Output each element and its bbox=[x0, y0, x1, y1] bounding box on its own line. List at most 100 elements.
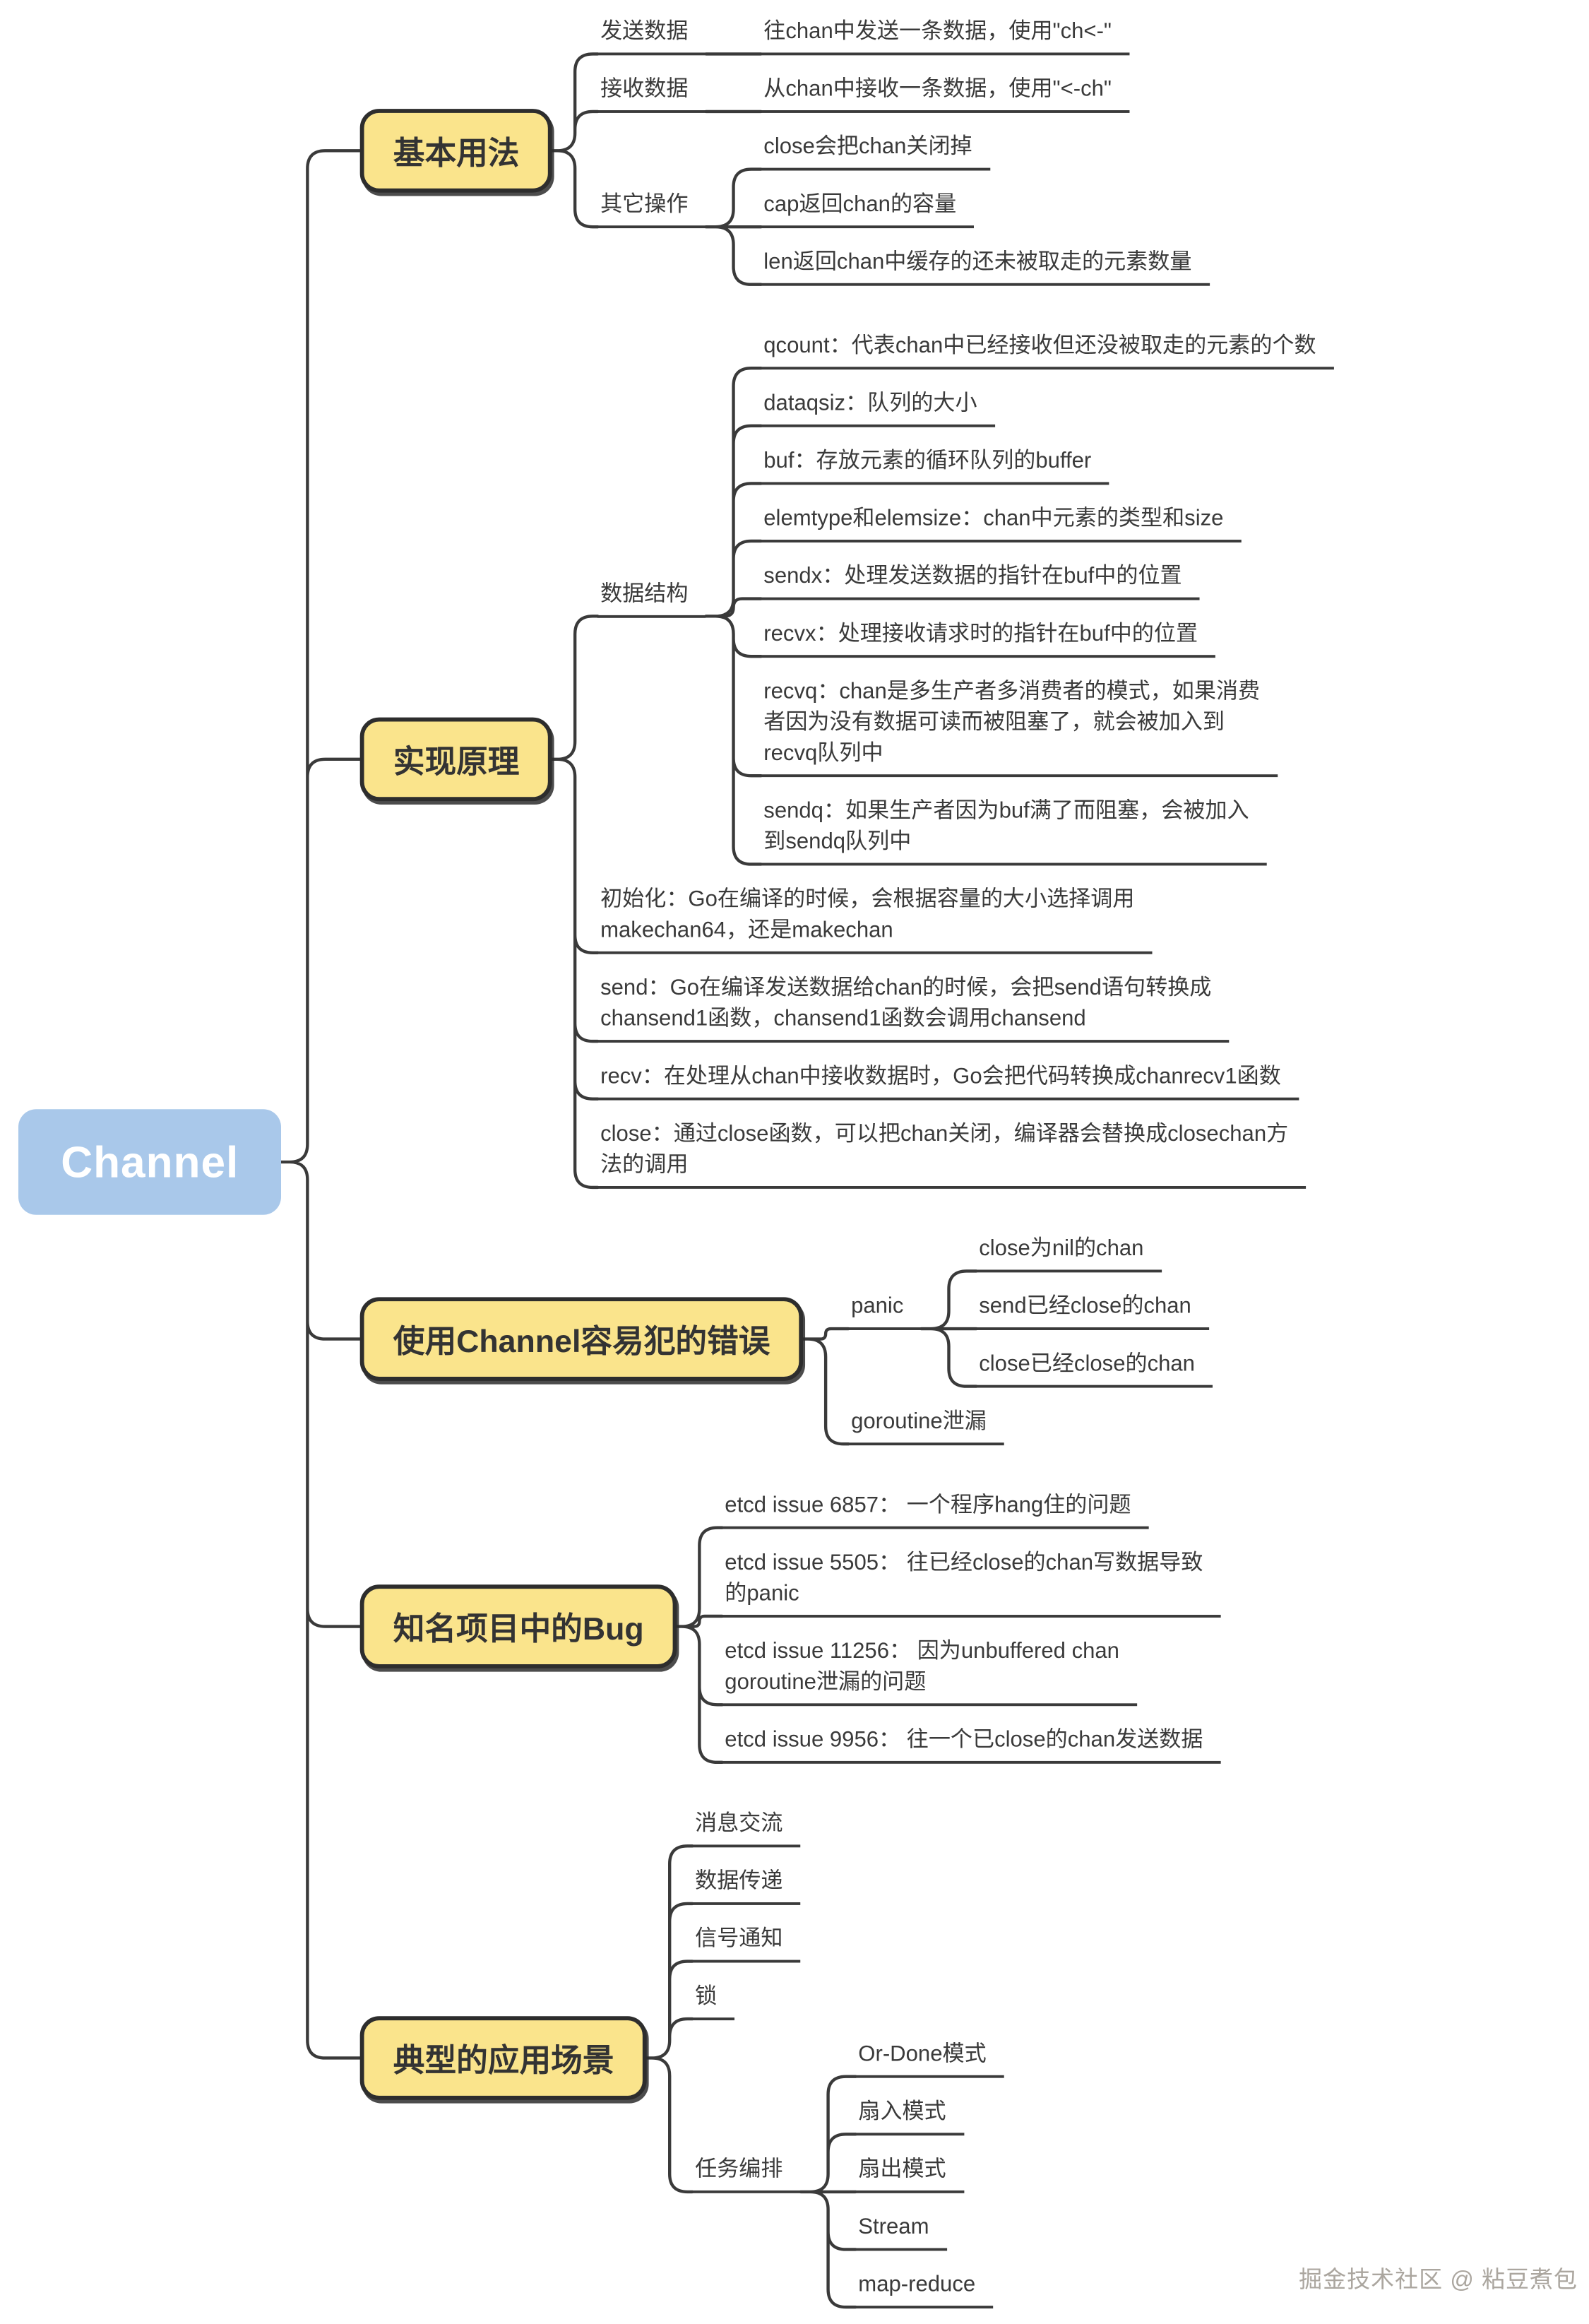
map-text-node[interactable]: elemtype和elemsize：chan中元素的类型和size bbox=[761, 503, 1242, 543]
subtree: 消息交流 bbox=[692, 1808, 1004, 1848]
map-text-node[interactable]: recv：在处理从chan中接收数据时，Go会把代码转换成chanrecv1函数 bbox=[597, 1060, 1299, 1101]
branch-topic[interactable]: 典型的应用场景 bbox=[360, 2016, 648, 2100]
subtree: etcd issue 11256： 因为unbuffered chan goro… bbox=[722, 1635, 1220, 1707]
map-text-node[interactable]: recvq：chan是多生产者多消费者的模式，如果消费 者因为没有数据可读而被阻… bbox=[761, 675, 1278, 778]
subtree: map-reduce bbox=[855, 2269, 1004, 2308]
map-text-node[interactable]: recvx：处理接收请求时的指针在buf中的位置 bbox=[761, 618, 1216, 658]
map-text-node[interactable]: qcount：代表chan中已经接收但还没被取走的元素的个数 bbox=[761, 330, 1334, 370]
map-text-node[interactable]: goroutine泄漏 bbox=[848, 1406, 1005, 1446]
map-text-node[interactable]: send已经close的chan bbox=[976, 1291, 1210, 1330]
subtree: goroutine泄漏 bbox=[848, 1406, 1213, 1446]
map-text-node[interactable]: 其它操作 bbox=[597, 189, 706, 229]
subtree: 信号通知 bbox=[692, 1923, 1004, 1963]
subtree: Stream bbox=[855, 2211, 1004, 2251]
map-text-node[interactable]: close：通过close函数，可以把chan关闭，编译器会替换成closech… bbox=[597, 1118, 1307, 1189]
map-text-node[interactable]: 扇入模式 bbox=[855, 2096, 964, 2136]
map-text-node[interactable]: 扇出模式 bbox=[855, 2153, 964, 2193]
map-text-node[interactable]: etcd issue 5505： 往已经close的chan写数据导致 的pan… bbox=[722, 1547, 1221, 1618]
subtree: len返回chan中缓存的还未被取走的元素数量 bbox=[761, 246, 1210, 286]
map-text-node[interactable]: close为nil的chan bbox=[976, 1233, 1162, 1273]
children-group: qcount：代表chan中已经接收但还没被取走的元素的个数 dataqsiz：队… bbox=[761, 330, 1334, 866]
subtree: recvx：处理接收请求时的指针在buf中的位置 bbox=[761, 618, 1333, 658]
subtree: cap返回chan的容量 bbox=[761, 189, 1209, 229]
subtree: 实现原理 数据结构 qcount：代表chan中已经接收但还没被取走的元素的个数 da… bbox=[360, 330, 1334, 1189]
children-group: Or-Done模式扇入模式扇出模式 Stream map-reduce bbox=[855, 2038, 1004, 2308]
map-text-node[interactable]: Or-Done模式 bbox=[855, 2038, 1004, 2078]
map-text-node[interactable]: 任务编排 bbox=[692, 2153, 801, 2193]
subtree: qcount：代表chan中已经接收但还没被取走的元素的个数 bbox=[761, 330, 1334, 370]
map-text-node[interactable]: 接收数据 bbox=[597, 73, 706, 113]
subtree: sendq：如果生产者因为buf满了而阻塞，会被加入 到sendq队列中 bbox=[761, 795, 1333, 866]
map-text-node[interactable]: 往chan中发送一条数据，使用"ch<-" bbox=[761, 16, 1130, 56]
root-node-channel[interactable]: Channel bbox=[18, 1109, 282, 1215]
subtree: send已经close的chan bbox=[976, 1291, 1213, 1330]
subtree: 任务编排 Or-Done模式扇入模式扇出模式 Stream map-reduce bbox=[692, 2038, 1004, 2308]
map-text-node[interactable]: etcd issue 11256： 因为unbuffered chan goro… bbox=[722, 1635, 1138, 1707]
map-text-node[interactable]: 初始化：Go在编译的时候，会根据容量的大小选择调用 makechan64，还是m… bbox=[597, 884, 1153, 954]
subtree: etcd issue 9956： 往一个已close的chan发送数据 bbox=[722, 1724, 1221, 1764]
mindmap-fit-wrapper: Channel 基本用法 发送数据 往chan中发送一条数据，使用"ch<-" 接收数据… bbox=[18, 16, 1334, 2309]
subtree: etcd issue 6857： 一个程序hang住的问题 bbox=[722, 1489, 1220, 1529]
subtree: 基本用法 发送数据 往chan中发送一条数据，使用"ch<-" 接收数据 从chan中接… bbox=[360, 16, 1334, 286]
children-group: 发送数据 往chan中发送一条数据，使用"ch<-" 接收数据 从chan中接收一条数… bbox=[597, 16, 1210, 286]
subtree: close：通过close函数，可以把chan关闭，编译器会替换成closech… bbox=[597, 1118, 1334, 1189]
children-group: etcd issue 6857： 一个程序hang住的问题 etcd issue … bbox=[722, 1489, 1221, 1764]
map-text-node[interactable]: 从chan中接收一条数据，使用"<-ch" bbox=[761, 73, 1130, 113]
branch-topic[interactable]: 实现原理 bbox=[360, 717, 553, 802]
map-text-node[interactable]: buf：存放元素的循环队列的buffer bbox=[761, 445, 1109, 485]
subtree: 往chan中发送一条数据，使用"ch<-" bbox=[761, 16, 1130, 56]
subtree: close为nil的chan bbox=[976, 1233, 1213, 1273]
children-group: 消息交流数据传递信号通知锁任务编排 Or-Done模式扇入模式扇出模式 Stream… bbox=[692, 1808, 1004, 2308]
children-group: close为nil的chan send已经close的chan close已经clo… bbox=[976, 1233, 1213, 1388]
subtree: dataqsiz：队列的大小 bbox=[761, 387, 1333, 427]
subtree: 数据结构 qcount：代表chan中已经接收但还没被取走的元素的个数 dataqs… bbox=[597, 330, 1334, 866]
subtree: sendx：处理发送数据的指针在buf中的位置 bbox=[761, 560, 1333, 600]
subtree: 扇入模式 bbox=[855, 2096, 1004, 2136]
branch-topic[interactable]: 使用Channel容易犯的错误 bbox=[360, 1297, 804, 1381]
children-group: 数据结构 qcount：代表chan中已经接收但还没被取走的元素的个数 dataqs… bbox=[597, 330, 1334, 1189]
map-text-node[interactable]: close已经close的chan bbox=[976, 1348, 1213, 1388]
subtree: 数据传递 bbox=[692, 1866, 1004, 1905]
children-group: 往chan中发送一条数据，使用"ch<-" bbox=[761, 16, 1130, 56]
subtree: recvq：chan是多生产者多消费者的模式，如果消费 者因为没有数据可读而被阻… bbox=[761, 675, 1333, 778]
branch-topic[interactable]: 基本用法 bbox=[360, 109, 553, 193]
map-text-node[interactable]: panic bbox=[848, 1291, 922, 1330]
subtree: send：Go在编译发送数据给chan的时候，会把send语句转换成 chans… bbox=[597, 972, 1334, 1043]
children-group: 从chan中接收一条数据，使用"<-ch" bbox=[761, 73, 1130, 113]
subtree: 其它操作 close会把chan关闭掉 cap返回chan的容量 len返回chan中… bbox=[597, 131, 1210, 286]
subtree: 初始化：Go在编译的时候，会根据容量的大小选择调用 makechan64，还是m… bbox=[597, 884, 1334, 954]
map-text-node[interactable]: sendx：处理发送数据的指针在buf中的位置 bbox=[761, 560, 1200, 600]
map-text-node[interactable]: Stream bbox=[855, 2211, 947, 2251]
map-text-node[interactable]: 数据结构 bbox=[597, 578, 706, 618]
subtree: 发送数据 往chan中发送一条数据，使用"ch<-" bbox=[597, 16, 1209, 56]
subtree: Channel 基本用法 发送数据 往chan中发送一条数据，使用"ch<-" 接收数据… bbox=[18, 16, 1334, 2308]
subtree: 从chan中接收一条数据，使用"<-ch" bbox=[761, 73, 1130, 113]
subtree: 使用Channel容易犯的错误 panic close为nil的chan send已经… bbox=[360, 1233, 1334, 1446]
map-text-node[interactable]: map-reduce bbox=[855, 2269, 994, 2308]
subtree: close会把chan关闭掉 bbox=[761, 131, 1209, 171]
map-text-node[interactable]: 锁 bbox=[692, 1981, 735, 2021]
subtree: 接收数据 从chan中接收一条数据，使用"<-ch" bbox=[597, 73, 1209, 113]
map-text-node[interactable]: dataqsiz：队列的大小 bbox=[761, 387, 995, 427]
map-text-node[interactable]: sendq：如果生产者因为buf满了而阻塞，会被加入 到sendq队列中 bbox=[761, 795, 1267, 866]
subtree: 典型的应用场景 消息交流数据传递信号通知锁任务编排 Or-Done模式扇入模式扇出模… bbox=[360, 1808, 1334, 2308]
map-text-node[interactable]: cap返回chan的容量 bbox=[761, 189, 975, 229]
subtree: etcd issue 5505： 往已经close的chan写数据导致 的pan… bbox=[722, 1547, 1221, 1618]
map-text-node[interactable]: len返回chan中缓存的还未被取走的元素数量 bbox=[761, 246, 1210, 286]
subtree: Or-Done模式 bbox=[855, 2038, 1004, 2078]
map-text-node[interactable]: 消息交流 bbox=[692, 1808, 801, 1848]
subtree: 扇出模式 bbox=[855, 2153, 1004, 2193]
map-text-node[interactable]: send：Go在编译发送数据给chan的时候，会把send语句转换成 chans… bbox=[597, 972, 1230, 1043]
branch-topic[interactable]: 知名项目中的Bug bbox=[360, 1584, 677, 1668]
map-text-node[interactable]: etcd issue 6857： 一个程序hang住的问题 bbox=[722, 1489, 1149, 1529]
map-text-node[interactable]: close会把chan关闭掉 bbox=[761, 131, 990, 171]
watermark: 掘金技术社区 @ 粘豆煮包 bbox=[1299, 2266, 1578, 2292]
subtree: recv：在处理从chan中接收数据时，Go会把代码转换成chanrecv1函数 bbox=[597, 1060, 1334, 1101]
map-text-node[interactable]: 发送数据 bbox=[597, 16, 706, 56]
map-text-node[interactable]: 数据传递 bbox=[692, 1866, 801, 1905]
map-text-node[interactable]: etcd issue 9956： 往一个已close的chan发送数据 bbox=[722, 1724, 1221, 1764]
map-text-node[interactable]: 信号通知 bbox=[692, 1923, 801, 1963]
